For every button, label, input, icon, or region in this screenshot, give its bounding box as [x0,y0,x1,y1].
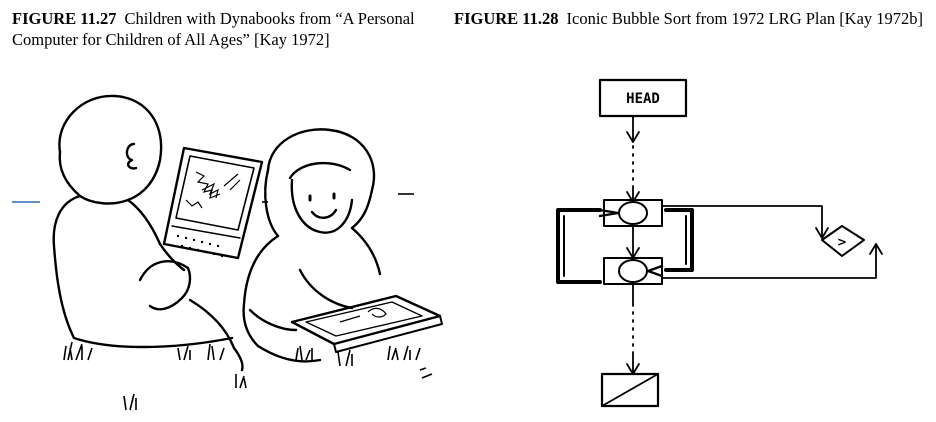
caption-text: Children with Dynabooks from “A Personal… [12,9,415,49]
figure-number: FIGURE 11.28 [454,9,559,28]
figure-number: FIGURE 11.27 [12,9,117,28]
sketch-illustration [12,94,443,411]
head-box [598,78,688,118]
flow-diagram: HEAD > [556,78,883,408]
iconic-bubble-sort-diagram: HEAD > [450,60,936,422]
head-label: HEAD [626,91,660,107]
children-dynabooks-drawing [0,60,450,422]
caption-text: Iconic Bubble Sort from 1972 LRG Plan [K… [566,9,924,28]
comparator-label: > [837,235,847,249]
comparator-diamond [821,225,865,257]
tail-box [600,372,660,408]
figure-11-28-caption: FIGURE 11.28 Iconic Bubble Sort from 1972… [454,8,930,29]
